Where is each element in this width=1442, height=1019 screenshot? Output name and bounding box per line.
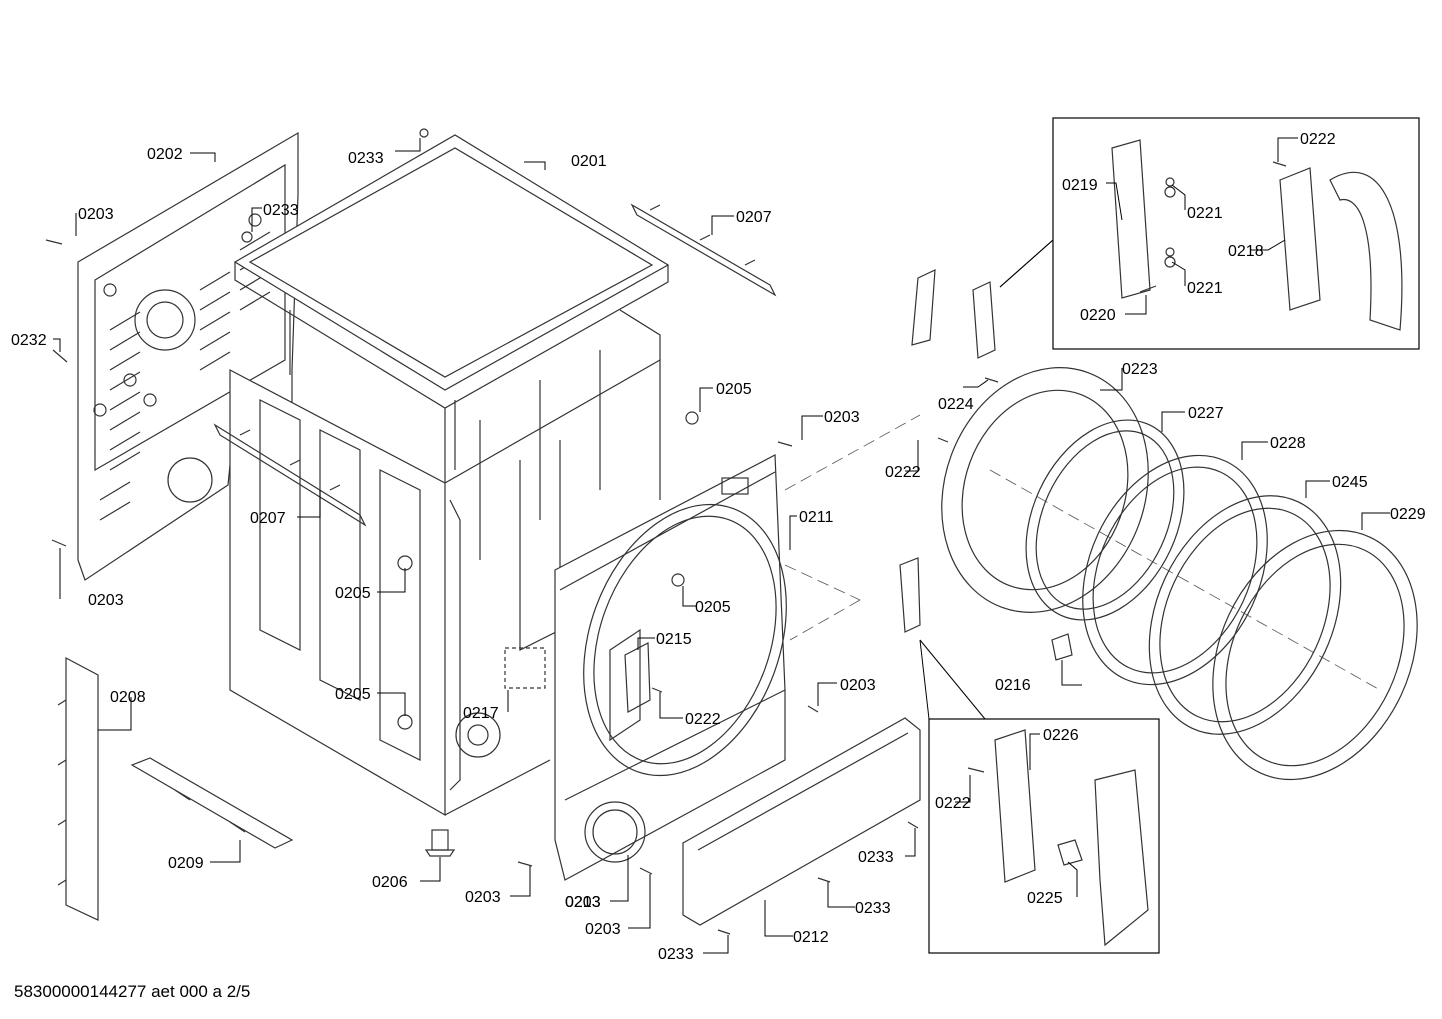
part-label: 0233 [855, 900, 891, 917]
diagram-code: 58300000144277 aet 000 a 2/5 [14, 982, 250, 1001]
part-label: 0219 [1062, 177, 1098, 194]
part-labels: 0201 0202 0203 0203 0203 0203 0203 0203 … [11, 131, 1426, 963]
lock-detail-parts [967, 729, 1149, 947]
part-label: 0233 [658, 946, 694, 963]
part-label: 0227 [1188, 405, 1224, 422]
door-rings [941, 367, 1418, 781]
part-label: 0216 [995, 677, 1031, 694]
part-label: 0222 [885, 464, 921, 481]
part-label: 0226 [1043, 727, 1079, 744]
part-label: 0213 [565, 894, 601, 911]
detail-box-door-lock [928, 718, 1160, 954]
part-label: 0222 [685, 711, 721, 728]
part-label: 0207 [736, 209, 772, 226]
part-label: 0221 [1187, 280, 1223, 297]
part-label: 0208 [110, 689, 146, 706]
part-label: 0222 [935, 795, 971, 812]
part-label: 0223 [1122, 361, 1158, 378]
part-label: 0222 [1300, 131, 1336, 148]
alignment-line [784, 564, 861, 601]
part-label: 0211 [799, 509, 834, 526]
rear-panel [77, 131, 299, 581]
part-label: 0206 [372, 874, 408, 891]
part-label: 0233 [348, 150, 384, 167]
cabinet [229, 309, 661, 817]
part-label: 0203 [585, 921, 621, 938]
part-label: 0233 [263, 202, 299, 219]
part-label: 0245 [1332, 474, 1368, 491]
plinth-panel [682, 717, 921, 926]
part-label: 0233 [858, 849, 894, 866]
part-label: 0225 [1027, 890, 1063, 907]
part-label: 0203 [465, 889, 501, 906]
part-label: 0217 [463, 705, 499, 722]
front-panel [554, 454, 787, 881]
part-label: 0202 [147, 146, 183, 163]
small-parts [45, 128, 1073, 935]
alignment-line [989, 469, 1381, 691]
part-label: 0205 [335, 585, 371, 602]
part-label: 0212 [793, 929, 829, 946]
part-label: 0228 [1270, 435, 1306, 452]
part-label: 0203 [824, 409, 860, 426]
part-label: 0203 [565, 894, 601, 911]
part-label: 0224 [938, 396, 974, 413]
detail-box-door-hinge [1052, 117, 1420, 350]
part-label: 0203 [88, 592, 124, 609]
part-label: 0229 [1390, 506, 1426, 523]
hinge-detail-parts [1111, 139, 1403, 331]
part-label: 0209 [168, 855, 204, 872]
part-label: 0221 [1187, 205, 1223, 222]
part-label: 0232 [11, 332, 47, 349]
part-label: 0201 [571, 153, 607, 170]
top-cover [233, 134, 670, 409]
part-label: 0205 [335, 686, 371, 703]
alignment-line [784, 414, 921, 491]
part-label: 0203 [78, 206, 114, 223]
part-label: 0207 [250, 510, 286, 527]
part-label: 0215 [656, 631, 692, 648]
part-label: 0220 [1080, 307, 1116, 324]
part-label: 0205 [716, 381, 752, 398]
alignment-line [789, 599, 861, 641]
leader-lines [53, 137, 1390, 954]
part-label: 0203 [840, 677, 876, 694]
part-label: 0218 [1228, 243, 1264, 260]
part-label: 0205 [695, 599, 731, 616]
